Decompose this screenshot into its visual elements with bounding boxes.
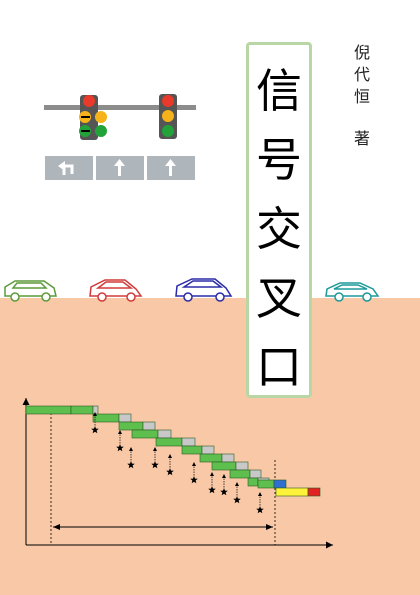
author-name-char: 代 xyxy=(353,65,370,84)
title-box: 信 号 交 叉 口 xyxy=(246,42,312,398)
star-icon xyxy=(208,486,216,494)
lane-marking xyxy=(45,156,93,180)
star-icon xyxy=(233,496,241,504)
phase-bar-green xyxy=(155,437,183,447)
vehicle-arrival-marker xyxy=(116,430,124,452)
phase-bar-red xyxy=(307,487,321,497)
vehicle-arrival-marker xyxy=(91,412,99,434)
x-axis-arrowhead xyxy=(326,541,333,549)
vehicle-arrival-marker xyxy=(233,482,241,504)
title-char: 口 xyxy=(256,340,302,394)
phase-bar-grey xyxy=(249,469,262,479)
lane-arrows xyxy=(45,156,195,180)
title-char: 号 xyxy=(256,133,302,187)
star-icon xyxy=(116,444,124,452)
phase-bar-grey xyxy=(221,453,235,463)
phase-bar-green xyxy=(247,477,259,487)
phase-bar-grey xyxy=(181,437,196,447)
phase-bar-green xyxy=(70,405,94,415)
traffic-light-right xyxy=(159,94,177,139)
star-icon xyxy=(166,468,174,476)
signal-amber-light xyxy=(162,110,174,122)
star-icon xyxy=(151,461,159,469)
phase-bar-green xyxy=(229,469,251,479)
car-green xyxy=(4,280,57,302)
signal-amber-light xyxy=(95,111,107,123)
star-icon xyxy=(220,488,228,496)
phase-bar-grey xyxy=(92,405,99,415)
author-name-char: 倪 xyxy=(353,43,370,62)
star-icon xyxy=(190,476,198,484)
car-teal xyxy=(325,282,380,302)
signal-timing-diagram xyxy=(22,398,333,549)
title-char: 信 xyxy=(256,64,302,118)
phase-bar-blue xyxy=(273,479,287,489)
book-title: 信 号 交 叉 口 xyxy=(249,57,309,402)
phase-bar-grey xyxy=(201,445,215,455)
phase-bar-grey xyxy=(118,413,132,423)
straight-arrow-icon xyxy=(118,166,121,176)
author-block: 倪 代 恒 著 xyxy=(352,42,372,150)
y-axis-arrowhead xyxy=(22,398,30,405)
vehicle-arrival-marker xyxy=(190,462,198,484)
phase-bar-green xyxy=(118,421,144,431)
straight-arrow-icon xyxy=(114,159,125,166)
vehicle-arrival-marker xyxy=(256,492,264,514)
vehicle-arrival-marker xyxy=(151,447,159,469)
phase-bar-green xyxy=(131,429,159,439)
star-icon xyxy=(91,426,99,434)
title-char: 叉 xyxy=(256,271,302,325)
star-icon xyxy=(256,506,264,514)
title-char: 交 xyxy=(256,202,302,256)
signal-green-light xyxy=(162,125,174,137)
vehicle-arrival-marker xyxy=(166,454,174,476)
vehicle-arrival-marker xyxy=(220,474,228,496)
phase-bar-grey xyxy=(157,429,172,439)
car-blue xyxy=(175,278,233,302)
left-turn-arrow-icon xyxy=(62,164,74,175)
phase-bar-green xyxy=(199,453,223,463)
signal-red-light xyxy=(83,95,95,107)
phase-bar-green xyxy=(211,461,237,471)
phase-bar-green xyxy=(257,479,275,489)
signal-green-light xyxy=(95,125,107,137)
phase-bar-green xyxy=(25,405,72,415)
traffic-light-left xyxy=(79,95,107,140)
car-red xyxy=(89,279,143,302)
signal-red-light xyxy=(162,95,174,107)
phase-bar-grey xyxy=(235,461,249,471)
phase-bar-grey xyxy=(142,421,156,431)
phase-bar-yellow xyxy=(275,487,309,497)
star-icon xyxy=(127,461,135,469)
straight-arrow-icon xyxy=(169,166,172,176)
straight-arrow-icon xyxy=(165,159,176,166)
author-role: 著 xyxy=(353,129,370,148)
left-turn-arrow-icon xyxy=(58,161,65,171)
vehicle-arrival-marker xyxy=(208,472,216,494)
vehicle-arrival-marker xyxy=(127,447,135,469)
phase-bar-green xyxy=(92,413,120,423)
author-name-char: 恒 xyxy=(353,87,370,106)
signal-gantry-pole xyxy=(44,105,196,110)
phase-bar-green xyxy=(181,445,203,455)
